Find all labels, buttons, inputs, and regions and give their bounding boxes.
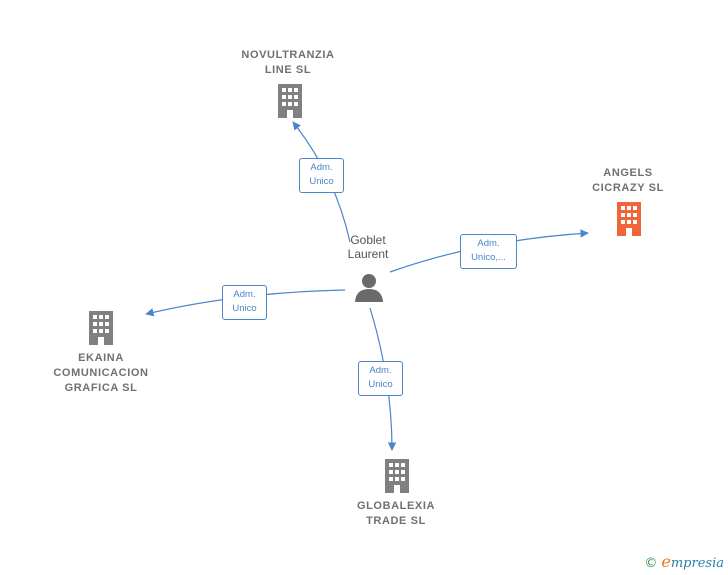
company-name-globalexia[interactable]: GLOBALEXIA TRADE SL: [356, 500, 436, 527]
relation-label-novultranzia[interactable]: Adm. Unico: [299, 158, 344, 193]
relation-label-angels[interactable]: Adm. Unico,...: [460, 234, 517, 269]
brand-logo-text: mpresia: [670, 556, 724, 571]
relation-role: Adm.: [310, 162, 333, 173]
relation-detail: Unico: [232, 303, 257, 314]
company-name-novultranzia[interactable]: NOVULTRANZIA LINE SL: [241, 49, 335, 76]
building-icon-highlight[interactable]: [615, 202, 643, 236]
relation-detail: Unico,...: [471, 252, 506, 263]
company-name-angels[interactable]: ANGELS CICRAZY SL: [592, 167, 664, 194]
empresia-brand[interactable]: ©empresia: [644, 552, 724, 571]
company-name-ekaina[interactable]: EKAINA COMUNICACION GRAFICA SL: [53, 352, 149, 394]
relation-label-globalexia[interactable]: Adm. Unico: [358, 361, 403, 396]
brand-logo-letter: e: [661, 552, 671, 571]
person-name[interactable]: Goblet Laurent: [347, 233, 389, 261]
relation-role: Adm.: [477, 238, 500, 249]
building-icon[interactable]: [276, 84, 304, 118]
relation-detail: Unico: [368, 379, 393, 390]
person-icon[interactable]: [354, 272, 384, 302]
building-icon[interactable]: [383, 459, 411, 493]
relation-role: Adm.: [369, 365, 392, 376]
relation-detail: Unico: [309, 176, 334, 187]
building-icon[interactable]: [87, 311, 115, 345]
relation-role: Adm.: [233, 289, 256, 300]
copyright-symbol: ©: [644, 556, 658, 571]
relation-label-ekaina[interactable]: Adm. Unico: [222, 285, 267, 320]
